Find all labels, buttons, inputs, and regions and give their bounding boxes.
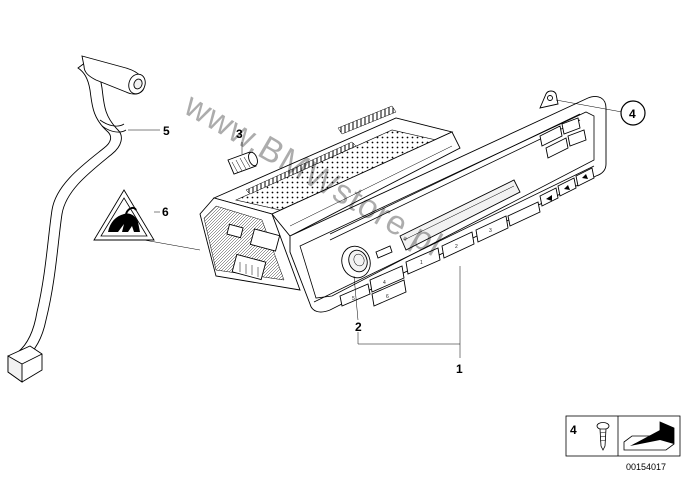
preset-label-3: 3 <box>489 228 492 234</box>
preset-button-6[interactable] <box>371 279 407 307</box>
preset-button-5[interactable] <box>339 283 371 307</box>
preset-button-3[interactable] <box>475 215 509 243</box>
preset-button-4[interactable] <box>369 265 405 293</box>
preset-label-6: 6 <box>386 294 389 300</box>
callout-1: 1 <box>456 362 463 376</box>
callout-4: 4 <box>629 107 636 121</box>
callout-4-circle: 4 <box>620 100 646 126</box>
callout-2: 2 <box>355 320 362 334</box>
preset-label-2: 2 <box>455 244 458 250</box>
callout-3: 3 <box>236 127 243 141</box>
upper-right-buttons[interactable] <box>539 117 587 159</box>
preset-button-2[interactable] <box>441 231 475 259</box>
plug-part[interactable] <box>227 151 259 175</box>
screw-inset: 4 00154017 <box>565 415 681 472</box>
arrow-buttons[interactable] <box>539 167 595 207</box>
preset-label-5: 5 <box>352 296 355 302</box>
inset-callout-4: 4 <box>570 423 577 437</box>
leader-lines <box>128 99 623 358</box>
preset-label-1: 1 <box>420 260 423 266</box>
radio-unit-part[interactable]: 1 2 3 4 5 6 <box>199 90 607 313</box>
diagram-id: 00154017 <box>626 462 666 472</box>
hand-warning-icon <box>108 206 140 232</box>
warning-label-part[interactable] <box>93 189 155 241</box>
volume-knob[interactable] <box>337 242 374 282</box>
eject-button[interactable] <box>375 245 393 259</box>
preset-button-1[interactable] <box>405 247 441 275</box>
screw-icon <box>596 422 610 451</box>
callout-6: 6 <box>162 205 169 219</box>
arrow-symbol-icon <box>623 421 675 451</box>
mode-button[interactable] <box>507 201 541 227</box>
preset-buttons[interactable]: 1 2 3 4 5 6 <box>339 215 509 307</box>
antenna-cable-part[interactable] <box>7 55 148 383</box>
preset-label-4: 4 <box>383 280 386 286</box>
callout-5: 5 <box>163 124 170 138</box>
